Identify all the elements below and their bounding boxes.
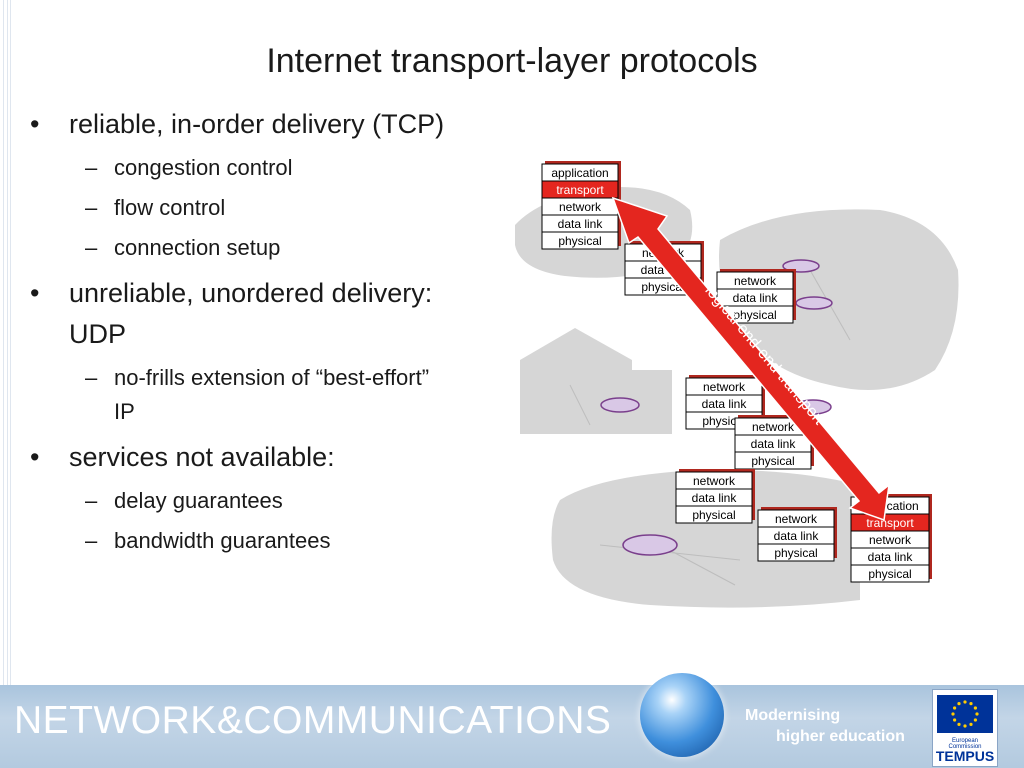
footer-banner: NETWORK&COMMUNICATIONS Modernising highe…: [0, 673, 1024, 768]
layer-physical-box: [541, 231, 619, 250]
bullet-not-available: • services not available:: [30, 437, 450, 478]
layer-datalink-label: data link: [702, 397, 748, 411]
router-stack-5: network data link physical: [675, 469, 755, 524]
sub-bullet-text: congestion control: [114, 155, 293, 180]
bullet-udp: • unreliable, unordered delivery: UDP: [30, 273, 450, 355]
layer-datalink-label: data link: [774, 529, 820, 543]
layer-physical-label: physical: [774, 546, 817, 560]
network-clouds: [515, 186, 959, 608]
sub-bullet: –delay guarantees: [85, 488, 283, 513]
router-stack-4: network data link physical: [734, 415, 814, 470]
sub-bullet-text: flow control: [114, 195, 226, 220]
bullet-tcp: • reliable, in-order delivery (TCP): [30, 104, 450, 145]
sub-bullet-text: bandwidth guarantees: [114, 528, 331, 553]
transport-diagram: application transport network data link phys…: [515, 161, 959, 608]
sub-bullet: –bandwidth guarantees: [85, 528, 331, 553]
layer-physical-box: [734, 451, 812, 470]
layer-datalink-label: data link: [868, 550, 914, 564]
layer-network-label: network: [559, 200, 602, 214]
sub-bullet-text: connection setup: [114, 235, 281, 260]
bullet-dot-icon: •: [30, 278, 40, 308]
layer-physical-box: [850, 564, 930, 583]
bullet-text: services not available:: [69, 442, 335, 472]
layer-physical-label: physical: [558, 234, 601, 248]
eu-tempus-logo: European Commission TEMPUS: [932, 689, 998, 767]
left-edge-decoration: [0, 0, 14, 685]
layer-physical-box: [675, 505, 753, 524]
layer-network-label: network: [752, 420, 795, 434]
router-stack-2: network data link physical: [716, 269, 796, 324]
eu-star-icon: [951, 712, 955, 716]
eu-flag-icon: [937, 695, 993, 733]
tempus-label: TEMPUS: [935, 748, 995, 764]
tagline-line-2: higher education: [776, 728, 905, 745]
layer-physical-label: physical: [733, 308, 776, 322]
sub-bullet-text: no-frills extension of “best-effort” IP: [114, 365, 430, 424]
eu-star-icon: [973, 718, 977, 722]
router-stack-6: network data link physical: [757, 507, 837, 562]
footer-title: NETWORK&COMMUNICATIONS: [14, 699, 612, 742]
eu-star-icon: [957, 702, 961, 706]
layer-network-label: network: [734, 274, 777, 288]
bullet-dot-icon: •: [30, 442, 40, 472]
layer-physical-label: physical: [692, 508, 735, 522]
sub-bullet-text: delay guarantees: [114, 488, 283, 513]
globe-icon: [640, 673, 724, 757]
eu-star-icon: [953, 706, 957, 710]
layer-datalink-label: data link: [733, 291, 779, 305]
layer-physical-label: physical: [751, 454, 794, 468]
eu-star-icon: [973, 706, 977, 710]
layer-network-label: network: [869, 533, 912, 547]
sub-bullet: –congestion control: [85, 155, 293, 180]
eu-star-icon: [969, 702, 973, 706]
layer-network-label: network: [703, 380, 746, 394]
bullet-dot-icon: •: [30, 109, 40, 139]
eu-commission-label: European Commission: [948, 738, 982, 750]
layer-application-label: application: [551, 166, 608, 180]
layer-physical-label: physical: [868, 567, 911, 581]
eu-star-icon: [953, 718, 957, 722]
eu-star-icon: [969, 722, 973, 726]
layer-datalink-label: data link: [751, 437, 797, 451]
layer-transport-label: transport: [556, 183, 604, 197]
sub-bullet: –flow control: [85, 195, 226, 220]
sub-bullet: –no-frills extension of “best-effort” IP: [85, 365, 430, 424]
eu-star-icon: [957, 722, 961, 726]
bullet-list: • reliable, in-order delivery (TCP) –con…: [30, 104, 450, 558]
layer-datalink-label: data link: [558, 217, 604, 231]
host-stack-top: application transport network data link phys…: [541, 161, 621, 250]
layer-physical-label: physical: [641, 280, 684, 294]
layer-physical-box: [757, 543, 835, 562]
eu-star-icon: [975, 712, 979, 716]
bullet-text: reliable, in-order delivery (TCP): [69, 109, 445, 139]
layer-network-label: network: [693, 474, 736, 488]
eu-star-icon: [963, 700, 967, 704]
eu-star-icon: [963, 724, 967, 728]
slide-title: Internet transport-layer protocols: [266, 42, 758, 80]
sub-bullet: –connection setup: [85, 235, 281, 260]
layer-network-label: network: [775, 512, 818, 526]
layer-transport-label: transport: [866, 516, 914, 530]
bullet-text: unreliable, unordered delivery: UDP: [69, 278, 433, 349]
tagline-line-1: Modernising: [745, 707, 841, 724]
layer-datalink-label: data link: [692, 491, 738, 505]
